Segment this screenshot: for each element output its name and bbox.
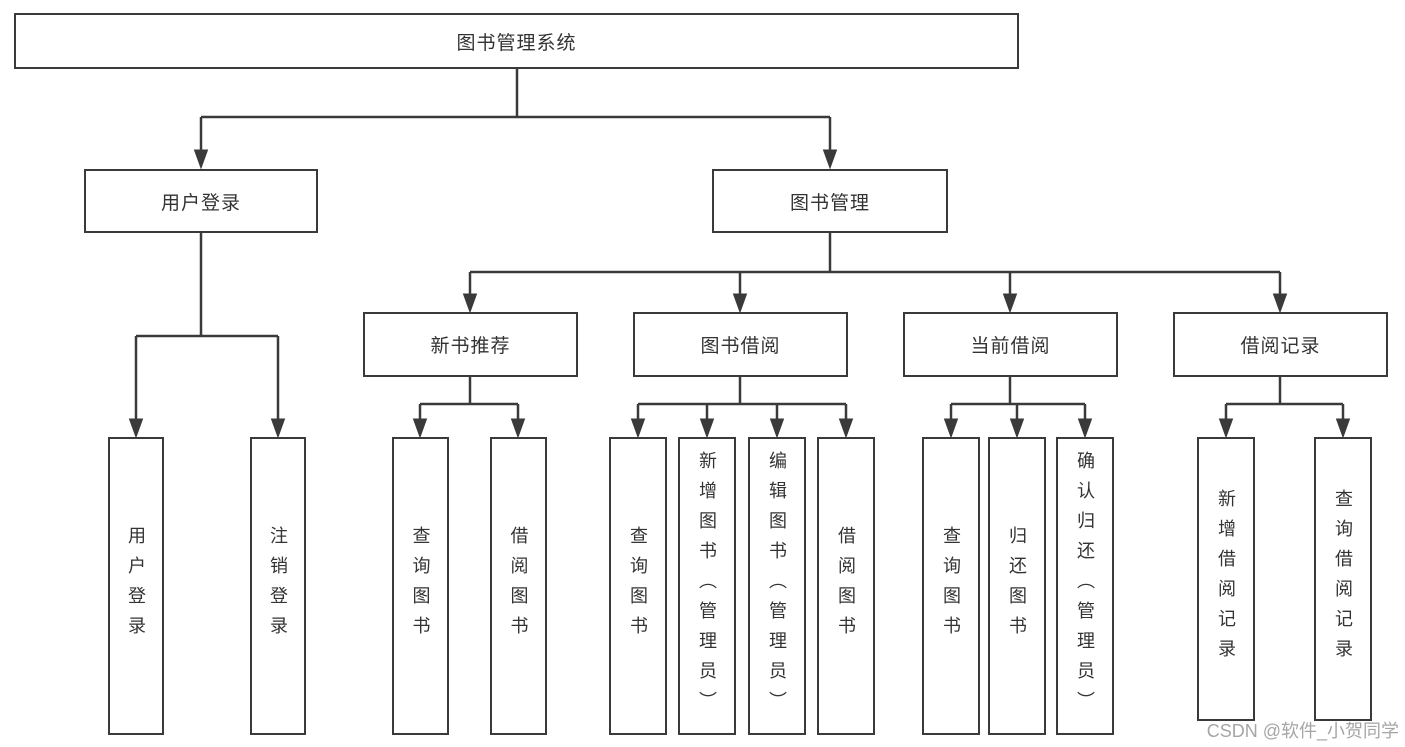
connector-root-to-level2 — [193, 69, 838, 170]
node-label: 图书管理系统 — [456, 32, 577, 54]
node-borrow-records: 借阅记录 — [1173, 312, 1388, 377]
leaf-label: 查询图书 — [941, 526, 961, 646]
leaf-label: 新增借阅记录 — [1216, 489, 1236, 669]
arrowhead — [838, 418, 854, 439]
leaf-query-book-current: 查询图书 — [922, 437, 980, 735]
arrowhead — [822, 149, 838, 170]
arrowhead — [462, 293, 478, 314]
node-label: 图书借阅 — [700, 336, 781, 357]
leaf-label: 查询图书 — [628, 526, 648, 646]
arrowhead — [1077, 418, 1093, 439]
arrowhead — [128, 418, 144, 439]
node-current-borrow: 当前借阅 — [903, 312, 1118, 377]
node-book-borrow: 图书借阅 — [633, 312, 848, 377]
leaf-user-login: 用户登录 — [108, 437, 164, 735]
leaf-label: 借阅图书 — [508, 526, 529, 646]
arrowhead — [1009, 418, 1025, 439]
arrowhead — [699, 418, 715, 439]
leaf-label: 确认归还（管理员） — [1075, 451, 1095, 721]
node-library-management-system: 图书管理系统 — [14, 13, 1019, 69]
csdn-watermark: CSDN @软件_小贺同学 — [1206, 721, 1399, 741]
node-label: 用户登录 — [160, 192, 241, 214]
arrowhead — [1272, 293, 1288, 314]
arrowhead — [1335, 418, 1351, 439]
connector-recommend-to-leaves — [412, 377, 526, 439]
node-label: 新书推荐 — [430, 336, 511, 357]
leaf-borrow-book: 借阅图书 — [817, 437, 875, 735]
leaf-label: 查询图书 — [410, 526, 431, 646]
leaf-label: 借阅图书 — [836, 526, 856, 646]
leaf-label: 查询借阅记录 — [1333, 489, 1353, 669]
leaf-query-borrow-record: 查询借阅记录 — [1314, 437, 1372, 721]
leaf-add-book-admin: 新增图书（管理员） — [678, 437, 736, 735]
connector-borrow-to-leaves — [630, 377, 854, 439]
arrowhead — [1002, 293, 1018, 314]
leaf-confirm-return-admin: 确认归还（管理员） — [1056, 437, 1114, 735]
arrowhead — [270, 418, 286, 439]
connector-current-to-leaves — [943, 377, 1093, 439]
arrowhead — [769, 418, 785, 439]
arrowhead — [412, 418, 428, 439]
connector-record-to-leaves — [1218, 377, 1351, 439]
connector-user-login-to-leaves — [128, 233, 286, 439]
leaf-borrow-book-recommend: 借阅图书 — [490, 437, 547, 735]
arrowhead — [193, 149, 209, 170]
leaf-edit-book-admin: 编辑图书（管理员） — [748, 437, 806, 735]
leaf-label: 新增图书（管理员） — [697, 451, 717, 721]
leaf-return-book: 归还图书 — [988, 437, 1046, 735]
node-user-login: 用户登录 — [84, 169, 318, 233]
leaf-label: 注销登录 — [268, 526, 288, 646]
arrowhead — [732, 293, 748, 314]
arrowhead — [1218, 418, 1234, 439]
node-label: 当前借阅 — [970, 336, 1051, 357]
leaf-add-borrow-record: 新增借阅记录 — [1197, 437, 1255, 721]
leaf-query-book-borrow: 查询图书 — [609, 437, 667, 735]
arrowhead — [630, 418, 646, 439]
node-label: 借阅记录 — [1240, 336, 1321, 357]
leaf-label: 编辑图书（管理员） — [767, 451, 787, 721]
leaf-query-book-recommend: 查询图书 — [392, 437, 449, 735]
node-new-book-recommend: 新书推荐 — [363, 312, 578, 377]
arrowhead — [943, 418, 959, 439]
node-book-management: 图书管理 — [712, 169, 948, 233]
leaf-label: 用户登录 — [126, 526, 146, 646]
leaf-label: 归还图书 — [1007, 526, 1027, 646]
leaf-logout: 注销登录 — [250, 437, 306, 735]
node-label: 图书管理 — [789, 192, 870, 214]
connector-book-management-to-level3 — [462, 233, 1288, 314]
arrowhead — [510, 418, 526, 439]
